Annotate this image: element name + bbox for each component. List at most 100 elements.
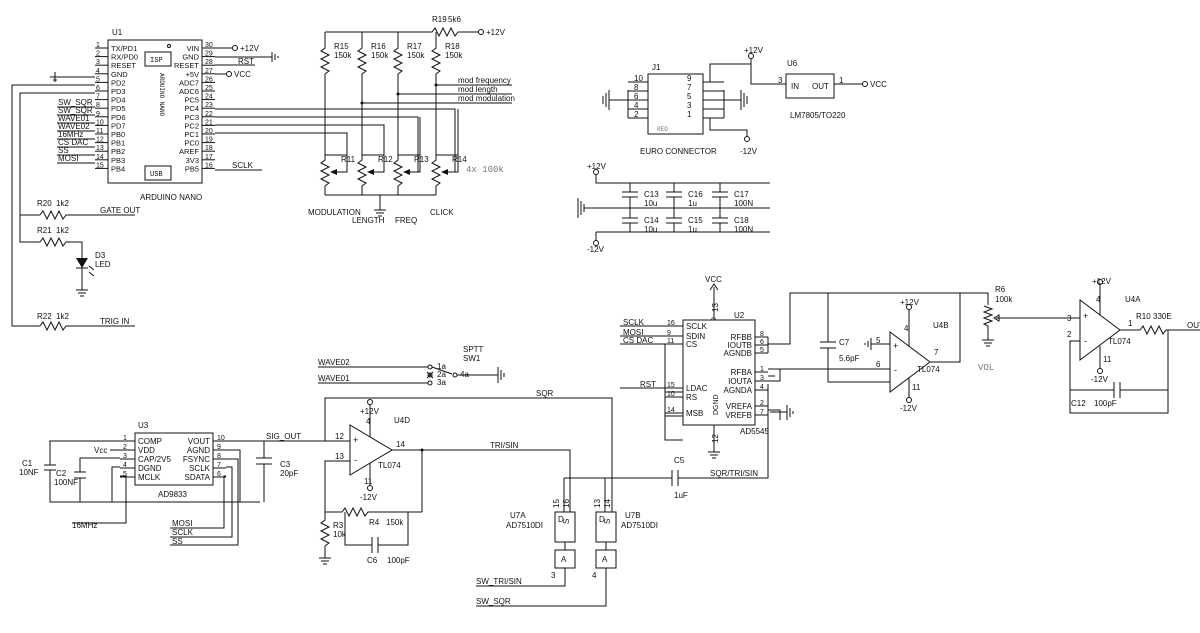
u2-right-pin-num: 8 [760,331,764,338]
u1-left-pin-num: 6 [96,85,100,92]
u1-right-pin-name: +5V [185,70,199,79]
coupling-c5: C5 1uF SQR/TRI/SIN [563,384,769,512]
pot-ref: R12 [378,155,393,164]
sw1-pin3a: 3a [437,378,446,387]
dac-u2: VCC 13 VDD U2 AD5545 16SCLKSCLK9SDINMOSI… [620,275,794,459]
u3-left-pin-name: CAP/2V5 [138,455,171,464]
u6-vcc-terminal [862,81,868,87]
pot-wiper [403,169,410,175]
u1-right-pin-num: 24 [205,94,213,101]
u4a-plus12: +12V [1092,277,1112,286]
euro-minus12-terminal [744,136,750,142]
c5-val: 1uF [674,491,688,500]
u7a-ref: U7A [510,511,526,520]
c6-val: 100pF [387,556,410,565]
led-ref: D3 [95,251,106,260]
u1-net-8: MOSI [58,154,78,163]
r10-val: 330E [1153,312,1172,321]
u7a-pin15: 15 [552,499,561,508]
r6-ref: R6 [995,285,1006,294]
u4d-pin14: 14 [396,440,405,449]
supply-cap-bot [666,208,682,232]
supply-cap-ref: C16 [688,190,703,199]
u1-left-pin-name: PD7 [111,121,126,130]
u4a-ref: U4A [1125,295,1141,304]
u3-left-pin-num: 3 [123,453,127,460]
c12-ref: C12 [1071,399,1086,408]
pot-ref: R14 [452,155,467,164]
c12-val: 100pF [1094,399,1117,408]
r19-ref: R19 [432,15,447,24]
u4a-pin11: 11 [1103,355,1112,364]
u1-right-pins: 30VIN29GND28RESET27+5V26ADC725ADC624PC52… [174,42,215,173]
u3-right-pin-num: 9 [217,444,221,451]
r21-val: 1k2 [56,226,69,235]
u1-right-pin-num: 23 [205,102,213,109]
u1-right-pin-num: 20 [205,128,213,135]
r4-symbol [325,506,422,518]
u2-right-pin-name: RFBB [731,333,752,342]
pot-bank-resistor-ref: R18 [445,42,460,51]
u1-left-nets: SW_SQR SW_SQR WAVE01 WAVE02 16MHz CS DAC… [11,72,95,327]
r20-ref: R20 [37,199,52,208]
u4b-ref: U4B [933,321,949,330]
u1-rst-net: RST [238,57,254,66]
u4b-opamp [889,331,931,393]
u1-usb-box [144,165,172,181]
u4d-part: TL074 [378,461,401,470]
sw1-in2: WAVE01 [318,374,350,383]
u1-gnd-left [50,72,60,82]
tri-label: TRI/SIN [490,441,519,450]
r19-symbol [325,26,478,38]
net-mod-modulation: mod modulation [458,94,515,103]
u1-left-pin-num: 10 [96,119,104,126]
u1-right-pin-num: 30 [205,42,213,49]
u6-pin-out: 1 [839,76,844,85]
pot-ref: R13 [414,155,429,164]
u6-out: OUT [812,82,829,91]
u2-left-pin-name: RS [686,393,697,402]
u2-left-pin-num: 16 [667,320,675,327]
u7a-pin16: 16 [562,499,571,508]
u1-right-pin-num: 18 [205,145,213,152]
u3-left-pin-name: COMP [138,437,162,446]
u1-left-pin-num: 9 [96,111,100,118]
pot-symbol [319,155,331,195]
euro-plus12-terminal [748,53,754,59]
sqr-tri-label: SQR/TRI/SIN [710,469,758,478]
u4a-out: OUT [1187,321,1200,330]
u1-right-pin-name: PC1 [184,130,199,139]
u1-right-pin-num: 22 [205,111,213,118]
sw1-pin2a: 2a [437,370,446,379]
u1-gnd-right [215,52,279,62]
c2-ref: C2 [56,469,67,478]
u1-right-pin-num: 17 [205,154,213,161]
u4b-plus12: +12V [900,298,920,307]
pot-bank-resistor-val: 150k [334,51,352,60]
pot-symbol [356,155,368,195]
r21-symbol [39,236,83,258]
u1-left-pin-name: PD5 [111,104,126,113]
buffer-u4d: + - U4D TL074 +12V -12V 12 13 14 4 11 TR… [319,399,571,565]
u2-left-pin-num: 14 [667,407,675,414]
u7a-part: AD7510DI [506,521,543,530]
pot-symbol [430,155,442,195]
u3-left-pin-name: VDD [138,446,155,455]
supply-cap-top [666,183,682,208]
u2-left-pin-num: 10 [667,391,675,398]
euro-right-pin: 9 [687,74,692,83]
supply-cap-ref: C14 [644,216,659,225]
u1-isp-label: ISP [150,57,163,65]
u2-right-pin-num: 5 [760,347,764,354]
u7b-ref: U7B [625,511,641,520]
u2-left-pin-name: MSB [686,409,703,418]
pot-wiper [441,169,448,175]
supply-cap-val: 10u [644,199,657,208]
supply-cap-val: 1u [688,225,697,234]
u6-ref: U6 [787,59,798,68]
j1-ref: J1 [652,63,661,72]
u7b-pin13: 13 [593,499,602,508]
u1-vin-net: +12V [240,44,260,53]
